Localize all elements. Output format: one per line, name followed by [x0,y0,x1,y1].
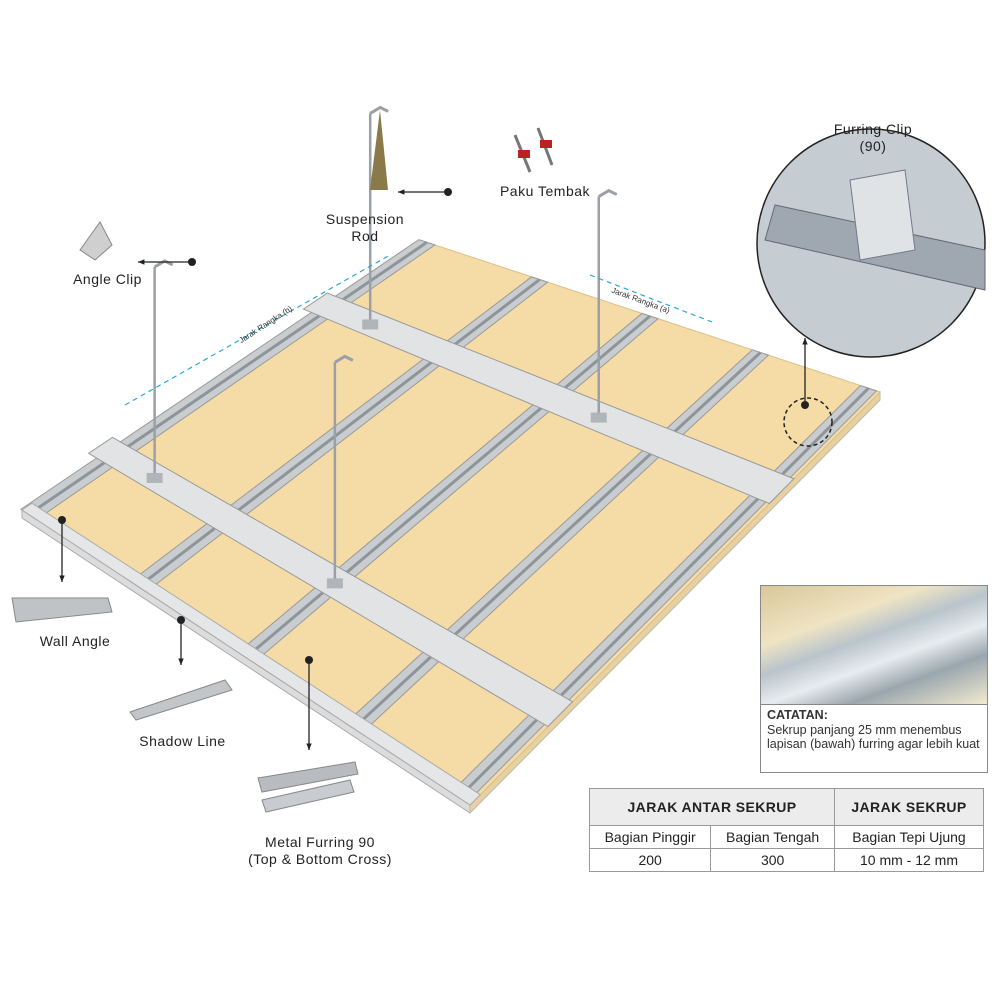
angle-clip [153,259,174,269]
label-shadow-line: Shadow Line [139,733,226,749]
paku-tembak-washer [518,150,530,158]
note-panel: CATATAN:Sekrup panjang 25 mm menembus la… [760,585,988,773]
furring-clip-detail-clip [849,169,916,261]
cross-furring [302,292,795,505]
furring-clip-highlight [783,397,833,447]
hanger-bracket [326,578,343,589]
leader-suspension-rod-arrow [398,189,405,195]
furring-channel-groove [352,351,762,730]
angle-clip-product [79,221,113,261]
shadow-line-product [129,679,233,721]
dimension-line-b [124,254,391,406]
label-angle-clip: Angle Clip [73,271,142,287]
metal-furring-product-2 [261,779,355,813]
subheader-tepi: Bagian Tepi Ujung [834,825,984,849]
leader-shadow-line-arrow [178,658,184,665]
leader-wall-angle-arrow [59,575,65,582]
paku-tembak-washer-2 [540,140,552,148]
subheader-tengah: Bagian Tengah [710,825,835,849]
furring-channel-groove [137,278,541,588]
wall-angle [21,502,482,806]
leader-angle-clip-arrow [138,259,145,265]
hanger-bracket [590,412,607,423]
header-jarak-antar-sekrup: JARAK ANTAR SEKRUP [589,788,835,826]
furring-channel-groove [245,314,651,659]
leader-furring-clip-arrow [802,338,808,345]
label-paku-tembak: Paku Tembak [499,183,591,199]
angle-clip [597,188,618,198]
label-metal-furring: Metal Furring 90(Top & Bottom Cross) [248,834,392,867]
angle-clip [334,354,354,364]
leader-metal-furring-arrow [306,743,312,750]
value-tepi: 10 mm - 12 mm [834,848,984,872]
header-jarak-sekrup: JARAK SEKRUP [834,788,984,826]
label-wall-angle: Wall Angle [39,633,111,649]
dimension-line-a [589,274,713,323]
wall-angle-product [11,597,113,623]
screw-detail-photo [761,586,987,705]
value-pinggir: 200 [588,848,712,872]
furring-channel-groove [27,241,428,516]
label-furring-clip: Furring Clip(90) [833,121,913,154]
suspension-rod-product [370,110,388,190]
hanger-bracket [146,472,163,483]
subheader-pinggir: Bagian Pinggir [588,825,712,849]
metal-furring-product [257,761,359,793]
value-tengah: 300 [710,848,835,872]
note-title: CATATAN: [767,708,828,722]
angle-clip [369,105,389,115]
hanger-bracket [362,319,379,330]
note-text: Sekrup panjang 25 mm menembus lapisan (b… [767,722,980,752]
furring-channel-groove [457,387,870,799]
